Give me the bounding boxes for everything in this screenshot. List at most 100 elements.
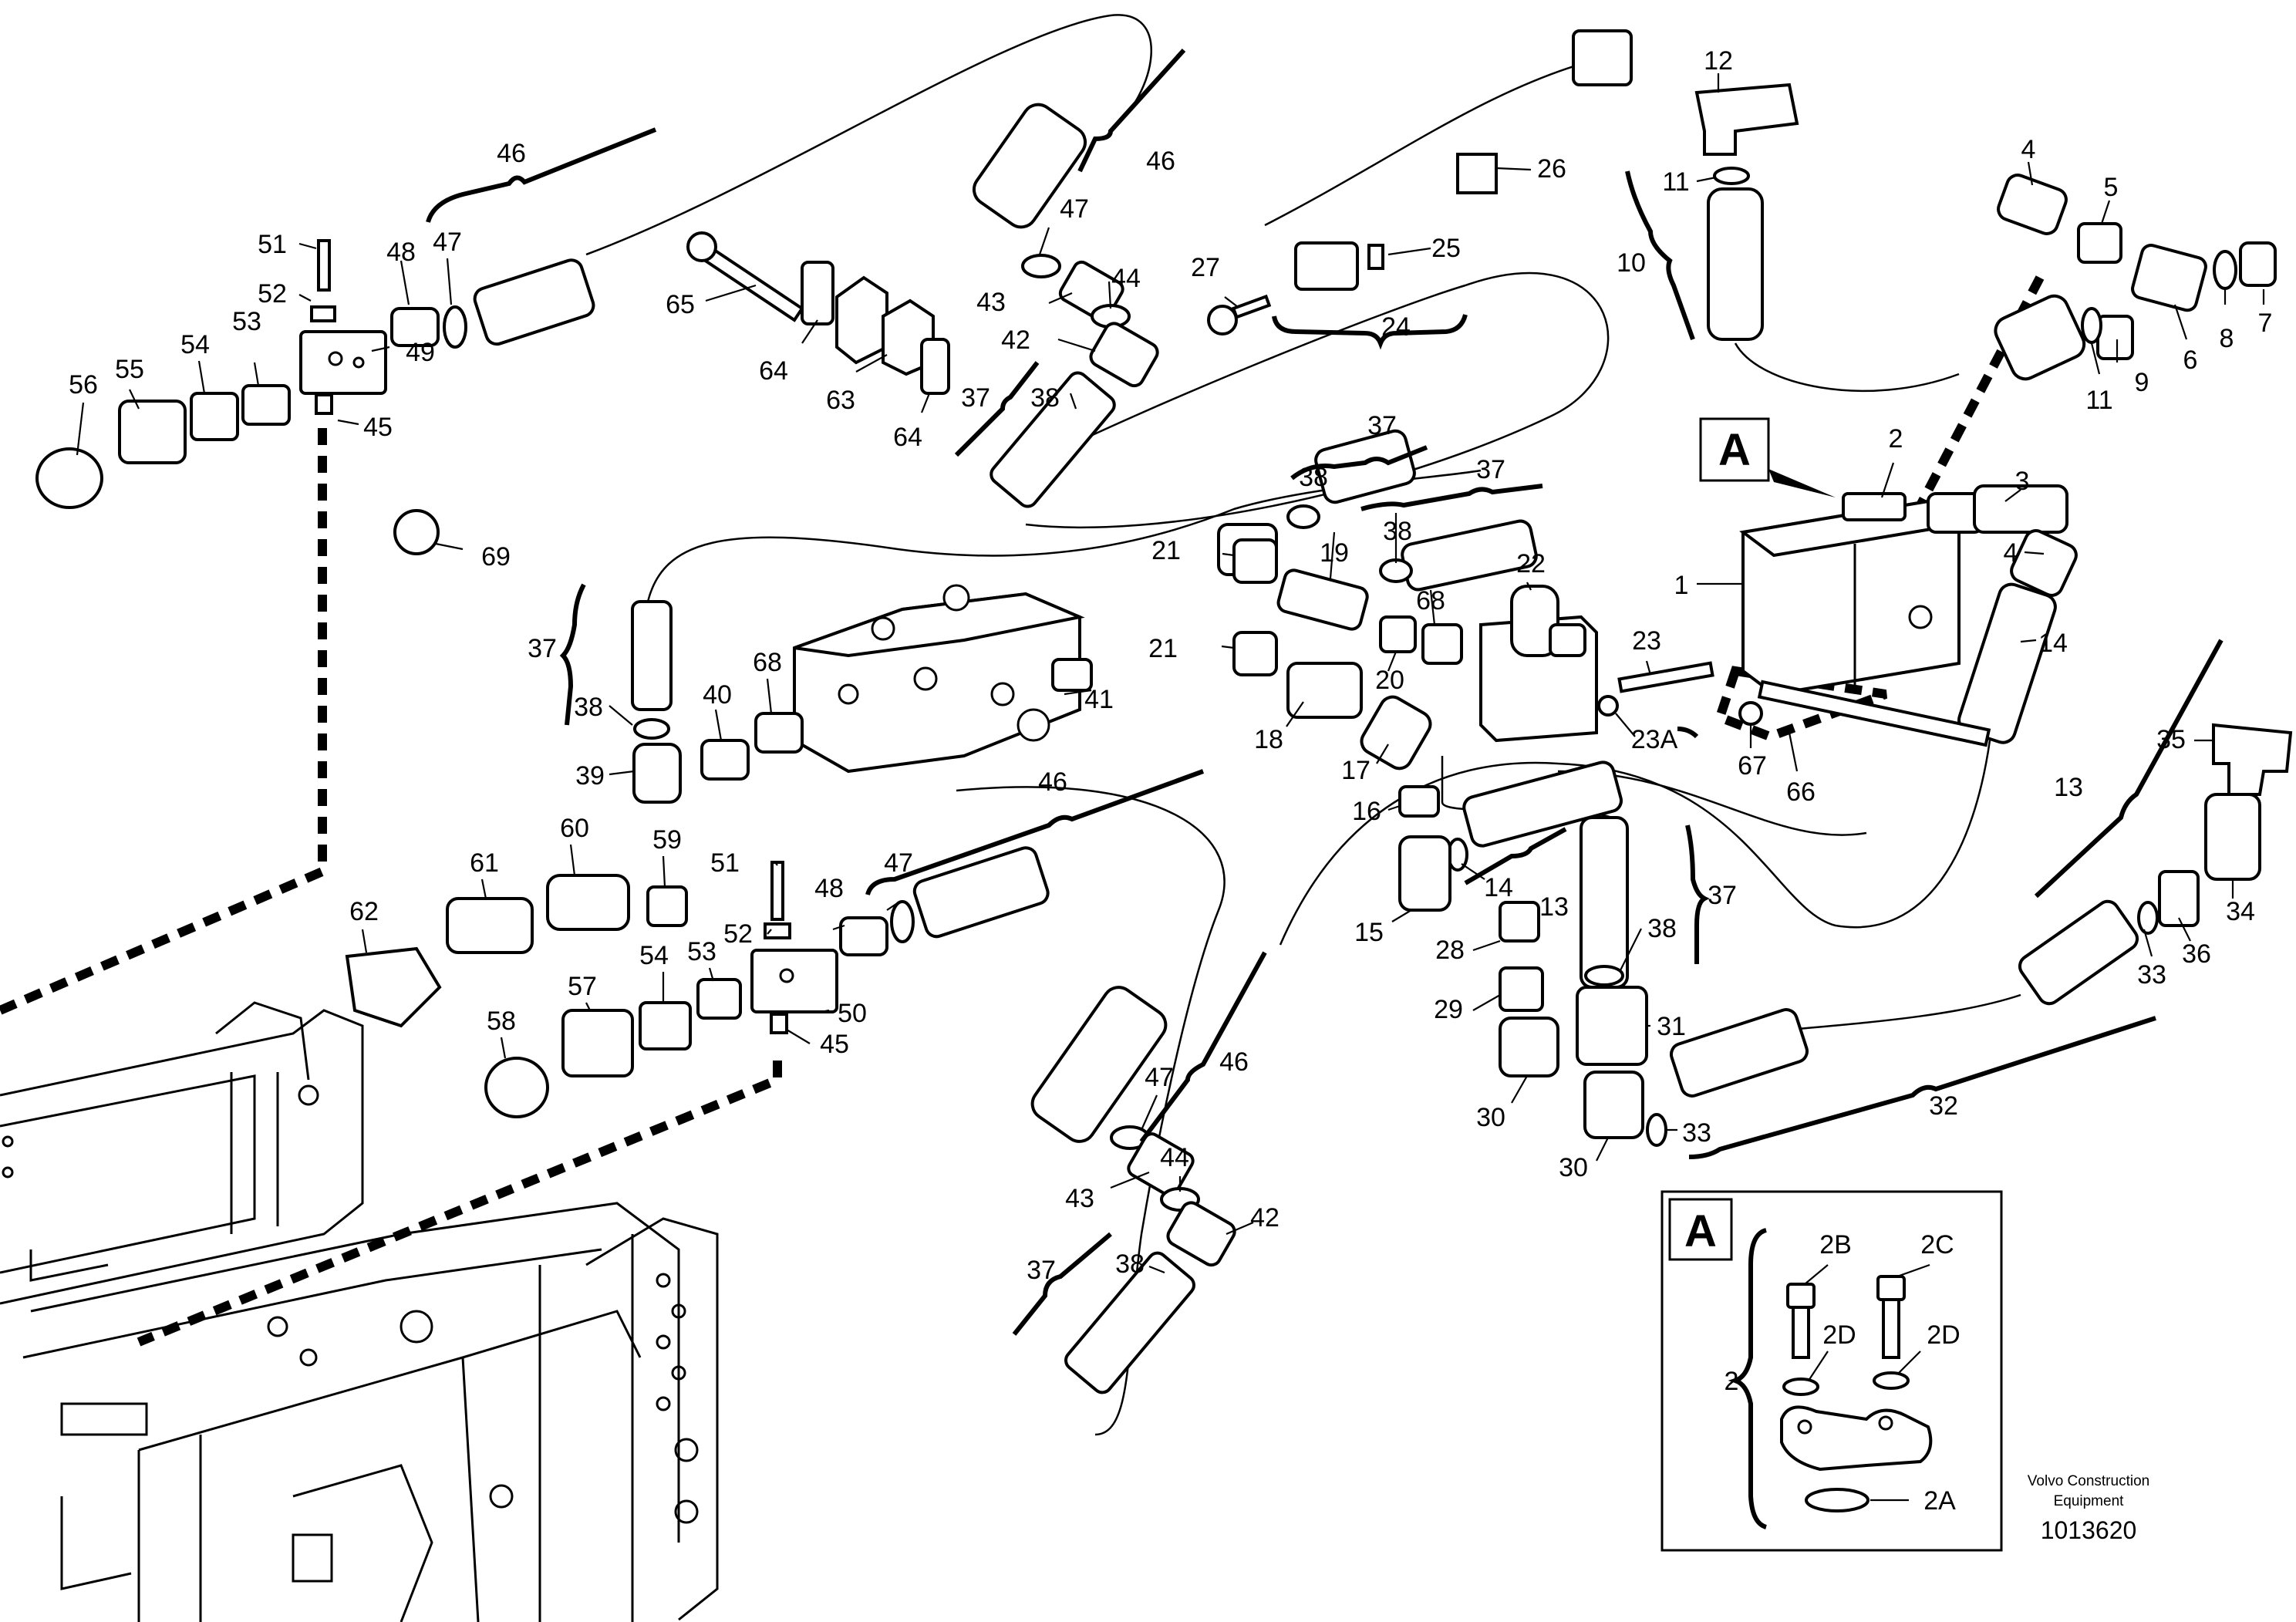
part-label: 11 <box>2085 386 2112 415</box>
coupling-61 <box>446 897 534 954</box>
plug-45b <box>770 1013 788 1034</box>
elbow-30b <box>1583 1071 1644 1139</box>
part-label: 37 <box>1708 881 1737 910</box>
part-label: 38 <box>1383 517 1412 546</box>
adapter-48b <box>839 916 888 956</box>
detail-box-marker: A <box>1684 1206 1717 1256</box>
elbow-21b <box>1232 631 1278 676</box>
part-label: 23A <box>1631 725 1678 754</box>
part-label: 69 <box>481 542 511 572</box>
part-label: 47 <box>433 228 462 257</box>
part-label: 48 <box>814 874 844 903</box>
part-label: 6 <box>2183 346 2198 375</box>
footer-line2: Equipment <box>2054 1493 2125 1509</box>
tee-31 <box>1576 986 1648 1066</box>
cap-58 <box>484 1057 549 1118</box>
part-label: 53 <box>687 937 716 966</box>
part-label: 43 <box>976 288 1006 317</box>
part-label: 38 <box>1299 463 1328 492</box>
clamp-plate-64b <box>920 338 950 395</box>
part-label: 46 <box>497 139 526 168</box>
part-label: 16 <box>1352 797 1381 826</box>
washer-52 <box>310 305 336 322</box>
part-label: 3 <box>2015 467 2030 496</box>
detail-group-label: 2 <box>1725 1367 1739 1396</box>
part-label: 37 <box>961 383 990 413</box>
elbow-39 <box>632 743 682 804</box>
part-label: 60 <box>560 814 589 843</box>
oring-38c <box>1379 558 1413 583</box>
elbow-4a <box>1997 174 2068 235</box>
part-label: 41 <box>1084 685 1114 714</box>
part-label: 19 <box>1320 538 1349 568</box>
part-label: 18 <box>1254 725 1283 754</box>
part-label: 52 <box>723 919 753 949</box>
coupling-57 <box>561 1009 634 1077</box>
part-label: 64 <box>893 423 922 452</box>
footer-code: 1013620 <box>2041 1516 2137 1544</box>
part-label: 12 <box>1704 46 1733 76</box>
hose-end-10 <box>1707 187 1764 341</box>
part-label: 45 <box>363 413 393 442</box>
adapter-43b <box>1127 1132 1195 1197</box>
part-label: 8 <box>2220 324 2234 353</box>
nipple-59 <box>646 885 688 927</box>
oring-33a <box>1646 1113 1667 1147</box>
washer-67 <box>1738 701 1763 726</box>
tee-12 <box>1694 83 1799 156</box>
part-label: 38 <box>574 693 603 722</box>
part-label: 46 <box>1038 767 1067 797</box>
nipple-68a <box>1421 623 1463 665</box>
screw-head-2C <box>1876 1275 1906 1301</box>
part-label: 47 <box>884 848 913 878</box>
part-label: 34 <box>2226 897 2255 926</box>
footer: Volvo Construction Equipment 1013620 <box>2028 1473 2149 1544</box>
part-label: 4 <box>2021 135 2036 164</box>
tee-18 <box>1286 662 1363 719</box>
detail-label-2B: 2B <box>1819 1230 1852 1259</box>
elbow-60 <box>546 874 630 931</box>
part-label: 58 <box>487 1007 516 1036</box>
block-50 <box>750 949 838 1013</box>
part-label: 47 <box>1145 1063 1174 1092</box>
detail-label-2D-right: 2D <box>1927 1320 1960 1350</box>
nut-28 <box>1499 901 1540 943</box>
tee-35 <box>2212 723 2293 796</box>
connector-plug <box>1572 29 1633 86</box>
elbow-15 <box>1398 835 1451 912</box>
part-label: 30 <box>1476 1103 1505 1132</box>
nipple-53b <box>696 978 742 1020</box>
oring-11a <box>1713 167 1750 185</box>
part-label: 4 <box>2004 538 2018 568</box>
nipple-9 <box>2096 315 2134 360</box>
fitting-3b <box>1973 484 2068 534</box>
part-label: 25 <box>1431 234 1461 263</box>
solenoid-22 <box>1510 585 1559 657</box>
hose-end-32 <box>1669 1008 1809 1098</box>
nipple-5 <box>2077 222 2122 264</box>
washer-23A <box>1597 695 1619 717</box>
part-label: 37 <box>1367 411 1397 440</box>
part-label: 14 <box>2038 629 2068 658</box>
cap-56 <box>35 447 103 509</box>
part-label: 38 <box>1030 383 1060 413</box>
nut-16 <box>1398 785 1440 818</box>
part-label: 54 <box>180 330 210 359</box>
leader-lines <box>76 73 2265 1274</box>
oring-2A <box>1805 1488 1870 1512</box>
oring-38d <box>633 718 670 740</box>
hydraulic-parts <box>35 29 2293 1394</box>
part-label: 20 <box>1375 666 1404 695</box>
part-label: 45 <box>820 1030 849 1059</box>
nipple-68b <box>754 712 804 754</box>
oring-33b <box>2137 901 2159 935</box>
adapter-48 <box>390 307 440 347</box>
part-label: 68 <box>753 648 782 677</box>
part-label: 23 <box>1632 626 1661 656</box>
footer-line1: Volvo Construction <box>2028 1473 2149 1489</box>
part-label: 49 <box>406 338 435 367</box>
washer-52b <box>764 922 791 939</box>
callout-a: A <box>1699 417 1836 497</box>
detail-label-2C: 2C <box>1920 1230 1954 1259</box>
